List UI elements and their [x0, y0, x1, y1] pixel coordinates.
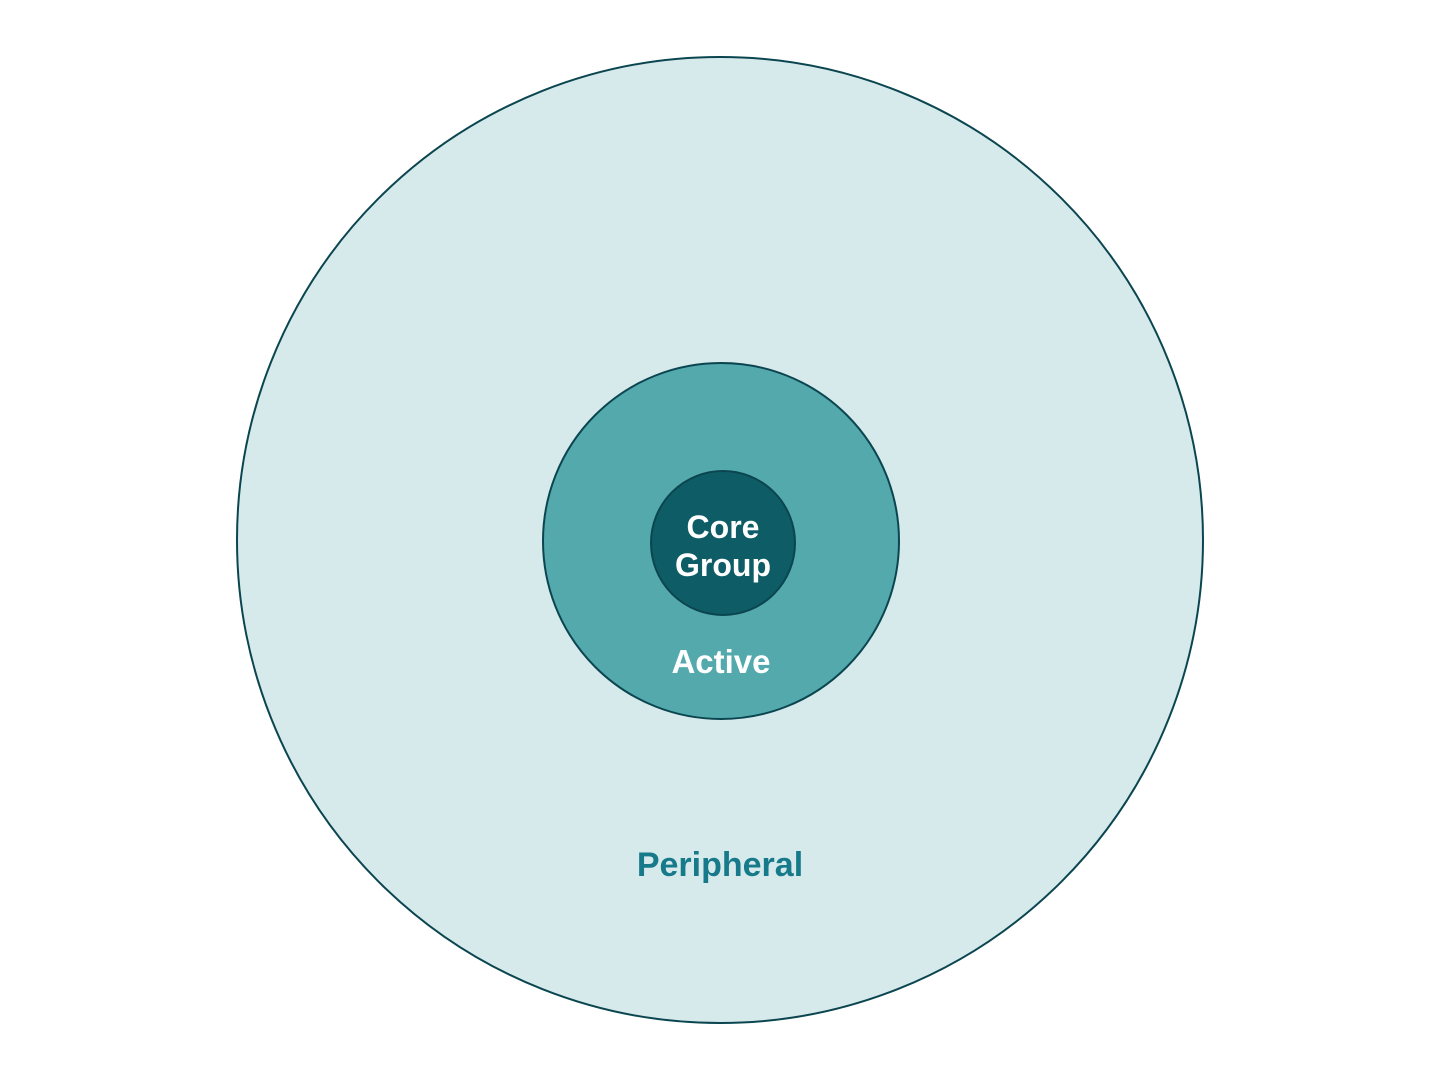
- ring-peripheral: Core Group Active Peripheral: [236, 56, 1204, 1024]
- ring-core-group: Core Group: [650, 470, 796, 616]
- ring-active: Core Group Active: [542, 362, 900, 720]
- core-group-label: Core Group: [675, 508, 771, 583]
- peripheral-label: Peripheral: [636, 846, 804, 884]
- active-label: Active: [671, 643, 771, 680]
